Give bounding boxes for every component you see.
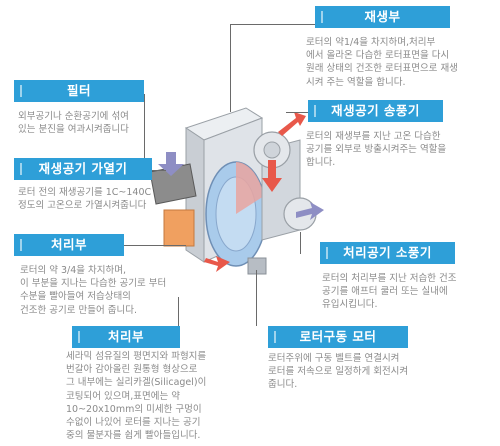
label-rotor-motor: 로터구동 모터 [268,326,408,348]
desc-process: 로터의 약 3/4을 차지하며, 이 부분을 지나는 다습한 공기로 부터 수분… [20,265,167,316]
leader-rotor [178,297,179,331]
regen-in-arrow [262,160,282,192]
regen-fan-hub [263,141,281,159]
label-rotor: 처리부 [72,326,180,348]
desc-filter: 외부공기나 순환공기에 섞여 있는 분진을 여과시켜줍니다 [18,111,129,136]
desc-rotor: 세라믹 섬유질의 평면지와 파형지를 번갈아 감아올린 원통형 형상으로 그 내… [66,351,207,442]
desc-regeneration: 로터의 약1/4을 차지하며,처리부 에서 올라온 다습한 로터표면을 다시 원… [306,37,458,88]
leader-process-fan [300,232,301,254]
desc-regen-heater: 로터 전의 재생공기를 1C~140C 정도의 고온으로 가열시켜줍니다 [18,187,152,212]
process-out-arrow [296,202,324,220]
rotor-regeneration-sector [236,162,264,214]
desc-regen-fan: 로터의 재생부를 지난 고온 다습한 공기를 외부로 방출시켜주는 역할을 합니… [306,131,447,169]
label-process: 처리부 [14,234,124,256]
label-process-fan: 처리공기 소풍기 [320,242,455,264]
process-in-arrow [204,256,230,272]
leader-filter [144,94,145,164]
leader-regeneration [230,24,315,25]
label-filter: 필터 [14,80,144,102]
label-regen-fan: 재생공기 송풍기 [308,100,443,122]
desc-rotor-motor: 로터주위에 구동 벨트를 연결시켜 로터를 저속으로 일정하게 회전시켜 줍니다… [268,353,409,391]
regen-exhaust-arrow [278,112,306,136]
leader-rotor-motor [256,270,257,326]
leader-regen-fan [286,112,308,113]
desc-process-fan: 로터의 처리부를 지난 저습한 건조 공기를 애프터 쿨러 또는 실내에 유입시… [322,273,457,311]
rotor-motor-block [247,257,267,275]
label-regeneration: 재생부 [315,6,450,28]
leader-heater [152,170,166,171]
leader-process [124,245,186,246]
label-regen-heater: 재생공기 가열기 [14,158,152,180]
heater-block [163,209,195,247]
leader-regeneration-v [230,24,231,112]
